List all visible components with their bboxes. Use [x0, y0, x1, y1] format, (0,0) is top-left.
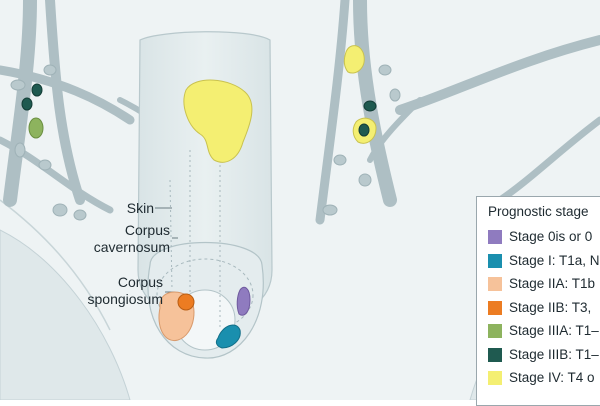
label-corpus-cavernosum-line2: cavernosum: [93, 239, 170, 255]
legend-item: Stage IIB: T3,: [477, 298, 600, 318]
legend-swatch: [488, 300, 502, 315]
legend-swatch: [488, 347, 502, 362]
legend-item: Stage 0is or 0: [477, 227, 600, 247]
legend-item-label: Stage IIIA: T1–: [509, 323, 599, 338]
metastasis-stage-iv: [183, 45, 377, 163]
legend-swatch: [488, 324, 502, 338]
legend-item-label: Stage I: T1a, N: [509, 252, 600, 268]
legend-item: Stage IV: T4 o: [477, 368, 600, 388]
legend-swatch: [488, 230, 502, 244]
label-corpus-cavernosum-line1: Corpus: [124, 222, 170, 238]
tumour-stage-iib: [177, 293, 195, 311]
legend: Prognostic stage Stage 0is or 0 Stage I: …: [476, 196, 600, 406]
vessels: [0, 0, 600, 225]
legend-item-label: Stage IIA: T1b: [509, 276, 596, 291]
legend-item-label: Stage IV: T4 o: [509, 370, 595, 385]
label-corpus-spongiosum-line2: spongiosum: [87, 291, 164, 307]
legend-item: Stage I: T1a, N: [477, 251, 600, 271]
legend-item: Stage IIA: T1b: [477, 274, 600, 294]
legend-item: Stage IIIA: T1–: [477, 321, 600, 341]
legend-swatch: [488, 253, 502, 268]
legend-title: Prognostic stage: [488, 204, 589, 219]
legend-item-label: Stage IIIB: T1–: [509, 346, 599, 362]
label-skin: Skin: [126, 200, 154, 216]
legend-item-label: Stage IIB: T3,: [509, 299, 592, 315]
node-stage-iiia: [28, 117, 44, 139]
legend-swatch: [488, 371, 502, 385]
legend-swatch: [488, 277, 502, 291]
lymph-nodes-neutral: [10, 64, 401, 221]
legend-item: Stage IIIB: T1–: [477, 345, 600, 365]
tumour-stage-0: [236, 286, 251, 316]
node-stage-iiib: [21, 83, 377, 137]
label-corpus-spongiosum-line1: Corpus: [117, 274, 163, 290]
tumour-stage-i: [215, 324, 241, 349]
legend-item-label: Stage 0is or 0: [509, 229, 593, 244]
